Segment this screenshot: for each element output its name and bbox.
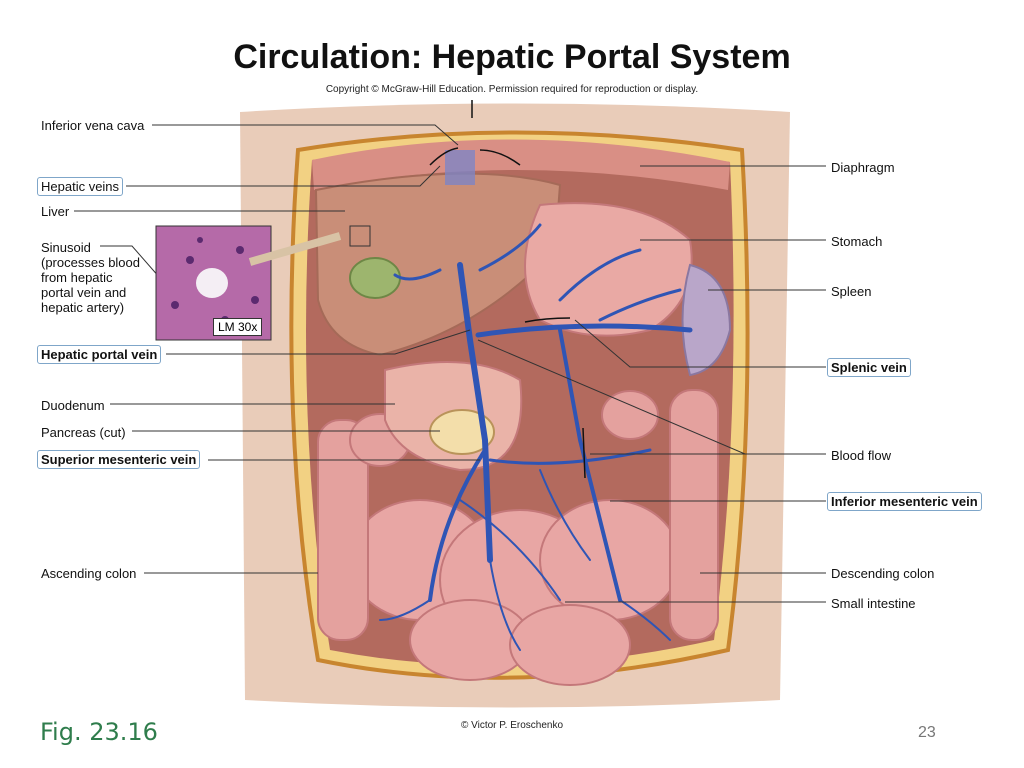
- copyright-notice: Copyright © McGraw-Hill Education. Permi…: [325, 84, 699, 95]
- label-small-intestine: Small intestine: [831, 596, 916, 611]
- label-superior-mesenteric-vein: Superior mesenteric vein: [37, 450, 201, 469]
- label-liver: Liver: [41, 204, 70, 219]
- page-title: Circulation: Hepatic Portal System: [233, 38, 791, 76]
- hepatic-portal-vein-path: [457, 262, 493, 563]
- label-hepatic-portal-vein: Hepatic portal vein: [37, 345, 162, 364]
- leader-lines: [74, 124, 826, 603]
- spleen-shape: [681, 263, 732, 377]
- label-ascending-colon: Ascending colon: [41, 566, 137, 581]
- gallbladder-shape: [349, 257, 401, 299]
- figure-label: Fig. 23.16: [40, 718, 158, 746]
- blood-flow-arrows: [429, 100, 586, 479]
- sinusoid-pointer-arrow: [248, 232, 342, 266]
- label-duodenum: Duodenum: [41, 398, 105, 413]
- sinusoid-highlight-box: [349, 225, 371, 247]
- transverse-colon-cut-right: [601, 390, 659, 440]
- slide-number: 23: [918, 724, 936, 741]
- ascending-colon-shape: [317, 419, 369, 641]
- label-splenic-vein: Splenic vein: [827, 358, 911, 377]
- pancreas-shape: [429, 409, 495, 455]
- label-descending-colon: Descending colon: [831, 566, 935, 581]
- diaphragm-shape: [312, 139, 730, 190]
- inferior-vena-cava-shape: [445, 150, 475, 185]
- superior-mesenteric-vein-path: [428, 448, 487, 602]
- label-pancreas: Pancreas (cut): [41, 425, 126, 440]
- label-inferior-vena-cava: Inferior vena cava: [41, 118, 145, 133]
- label-inferior-mesenteric-vein: Inferior mesenteric vein: [827, 492, 982, 511]
- illustration-credit: © Victor P. Eroschenko: [460, 720, 564, 731]
- label-hepatic-veins: Hepatic veins: [37, 177, 124, 196]
- label-sinusoid: Sinusoid (processes blood from hepatic p…: [41, 240, 140, 315]
- micrograph-scale-label: LM 30x: [213, 318, 263, 336]
- inferior-mesenteric-vein-path: [558, 328, 622, 602]
- stomach-shape: [524, 202, 693, 337]
- descending-colon-shape: [669, 389, 719, 641]
- liver-shape: [314, 172, 562, 357]
- label-blood-flow: Blood flow: [831, 448, 891, 463]
- label-spleen: Spleen: [831, 284, 872, 299]
- label-diaphragm: Diaphragm: [831, 160, 895, 175]
- label-stomach: Stomach: [831, 234, 883, 249]
